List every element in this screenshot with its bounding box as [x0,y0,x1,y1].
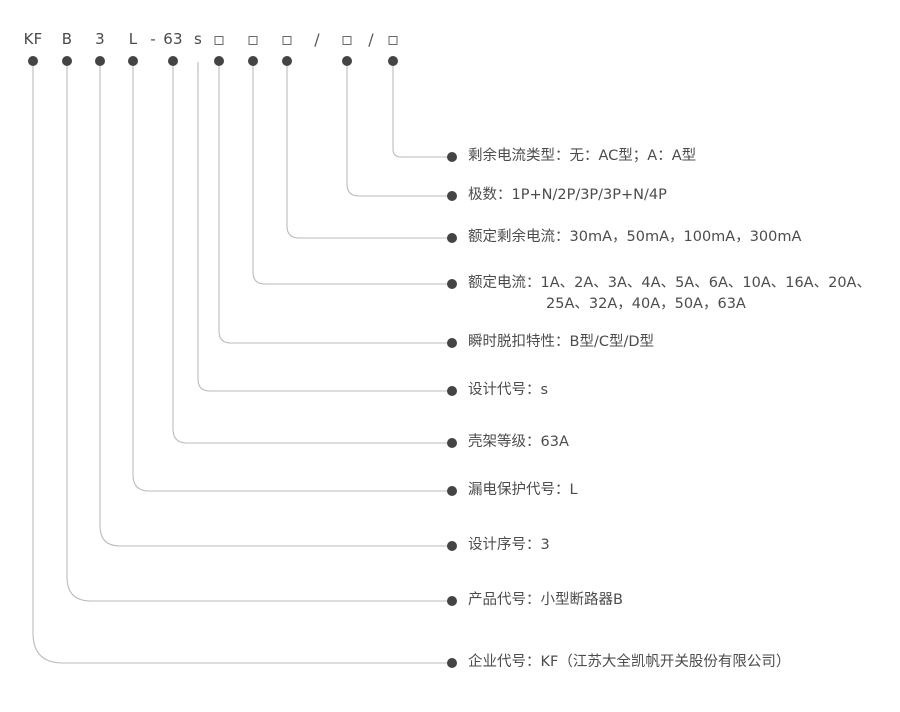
connector-path-rated-residual-current [286,65,447,239]
callout-text-line1: 设计序号：3 [468,537,550,553]
connector-path-frame-rating [172,65,447,444]
callout-text-line1: 产品代号：小型断路器B [468,592,623,608]
model-code-source-dot [388,56,398,66]
callout-target-dot-design-code [447,386,457,396]
callout-text-line2: 25A、32A，40A，50A，63A [546,296,746,312]
model-code-source-dot [128,56,138,66]
model-code-source-dot [95,56,105,66]
callout-text-line1: 设计代号：s [468,382,549,398]
model-code-token: 63 [163,30,183,48]
callout-label-enterprise-code: 企业代号：KF（江苏大全凯帆开关股份有限公司） [468,652,790,673]
callout-target-dot-frame-rating [447,438,457,448]
callout-target-dot-earth-leakage-code [447,486,457,496]
model-code-token: / [368,30,374,49]
model-code-source-dot [248,56,258,66]
callout-label-residual-current-type: 剩余电流类型：无：AC型；A：A型 [468,146,696,167]
callout-label-rated-current: 额定电流：1A、2A、3A、4A、5A、6A、10A、16A、20A、 25A、3… [468,273,871,315]
model-code-token: - [150,30,156,48]
callout-target-dot-enterprise-code [447,658,457,668]
connector-path-design-sequence [99,65,447,547]
callout-target-dot-rated-current [447,279,457,289]
model-code-token: 3 [95,30,105,48]
model-code-token: / [314,30,320,49]
model-code-source-dot [168,56,178,66]
callout-label-rated-residual-current: 额定剩余电流：30mA，50mA，100mA，300mA [468,227,801,248]
connector-path-enterprise-code [32,65,447,664]
callout-target-dot-pole-count [447,191,457,201]
model-code-placeholder-square [342,36,352,45]
callout-text-line1: 额定剩余电流：30mA，50mA，100mA，300mA [468,229,802,245]
callout-text-line1: 剩余电流类型：无：AC型；A：A型 [468,148,697,164]
callout-target-dot-instantaneous-trip-characteristic [447,338,457,348]
callout-target-dot-rated-residual-current [447,233,457,243]
model-code-source-dot [282,56,292,66]
callout-target-dot-residual-current-type [447,152,457,162]
model-code-source-dot [342,56,352,66]
callout-label-instantaneous-trip-characteristic: 瞬时脱扣特性：B型/C型/D型 [468,332,654,353]
model-code-token: B [61,30,73,48]
callout-label-product-code: 产品代号：小型断路器B [468,590,623,611]
callout-text-line1: 企业代号：KF（江苏大全凯帆开关股份有限公司） [468,654,791,670]
connector-path-earth-leakage-code [132,65,447,492]
model-code-placeholder-square [282,36,292,45]
callout-text-line1: 漏电保护代号：L [468,482,578,498]
callout-label-earth-leakage-code: 漏电保护代号：L [468,480,578,501]
model-code-source-dot [214,56,224,66]
callout-label-design-code: 设计代号：s [468,380,548,401]
model-code-token: L [128,30,138,48]
model-code-placeholder-square [388,36,398,45]
connector-path-design-code [197,65,447,392]
connector-path-product-code [66,65,447,602]
connector-path-instantaneous-trip-characteristic [218,65,447,344]
callout-label-pole-count: 极数：1P+N/2P/3P/3P+N/4P [468,185,667,206]
model-code-placeholder-square [214,36,224,45]
model-code-source-dot [28,56,38,66]
callout-text-line1: 瞬时脱扣特性：B型/C型/D型 [468,334,655,350]
callout-label-frame-rating: 壳架等级：63A [468,432,569,453]
connector-path-pole-count [346,65,447,197]
callout-text-line1: 极数：1P+N/2P/3P/3P+N/4P [468,187,667,203]
callout-text-line1: 壳架等级：63A [468,434,569,450]
model-code-token: s [193,30,203,48]
model-code-source-dot [62,56,72,66]
connector-path-residual-current-type [392,65,447,158]
callout-label-design-sequence: 设计序号：3 [468,535,550,556]
callout-target-dot-product-code [447,596,457,606]
model-code-placeholder-square [248,36,258,45]
callout-target-dot-design-sequence [447,541,457,551]
connector-path-rated-current [252,65,447,285]
callout-text-line1: 额定电流：1A、2A、3A、4A、5A、6A、10A、16A、20A、 [468,275,871,291]
model-code-token: KF [23,30,43,48]
